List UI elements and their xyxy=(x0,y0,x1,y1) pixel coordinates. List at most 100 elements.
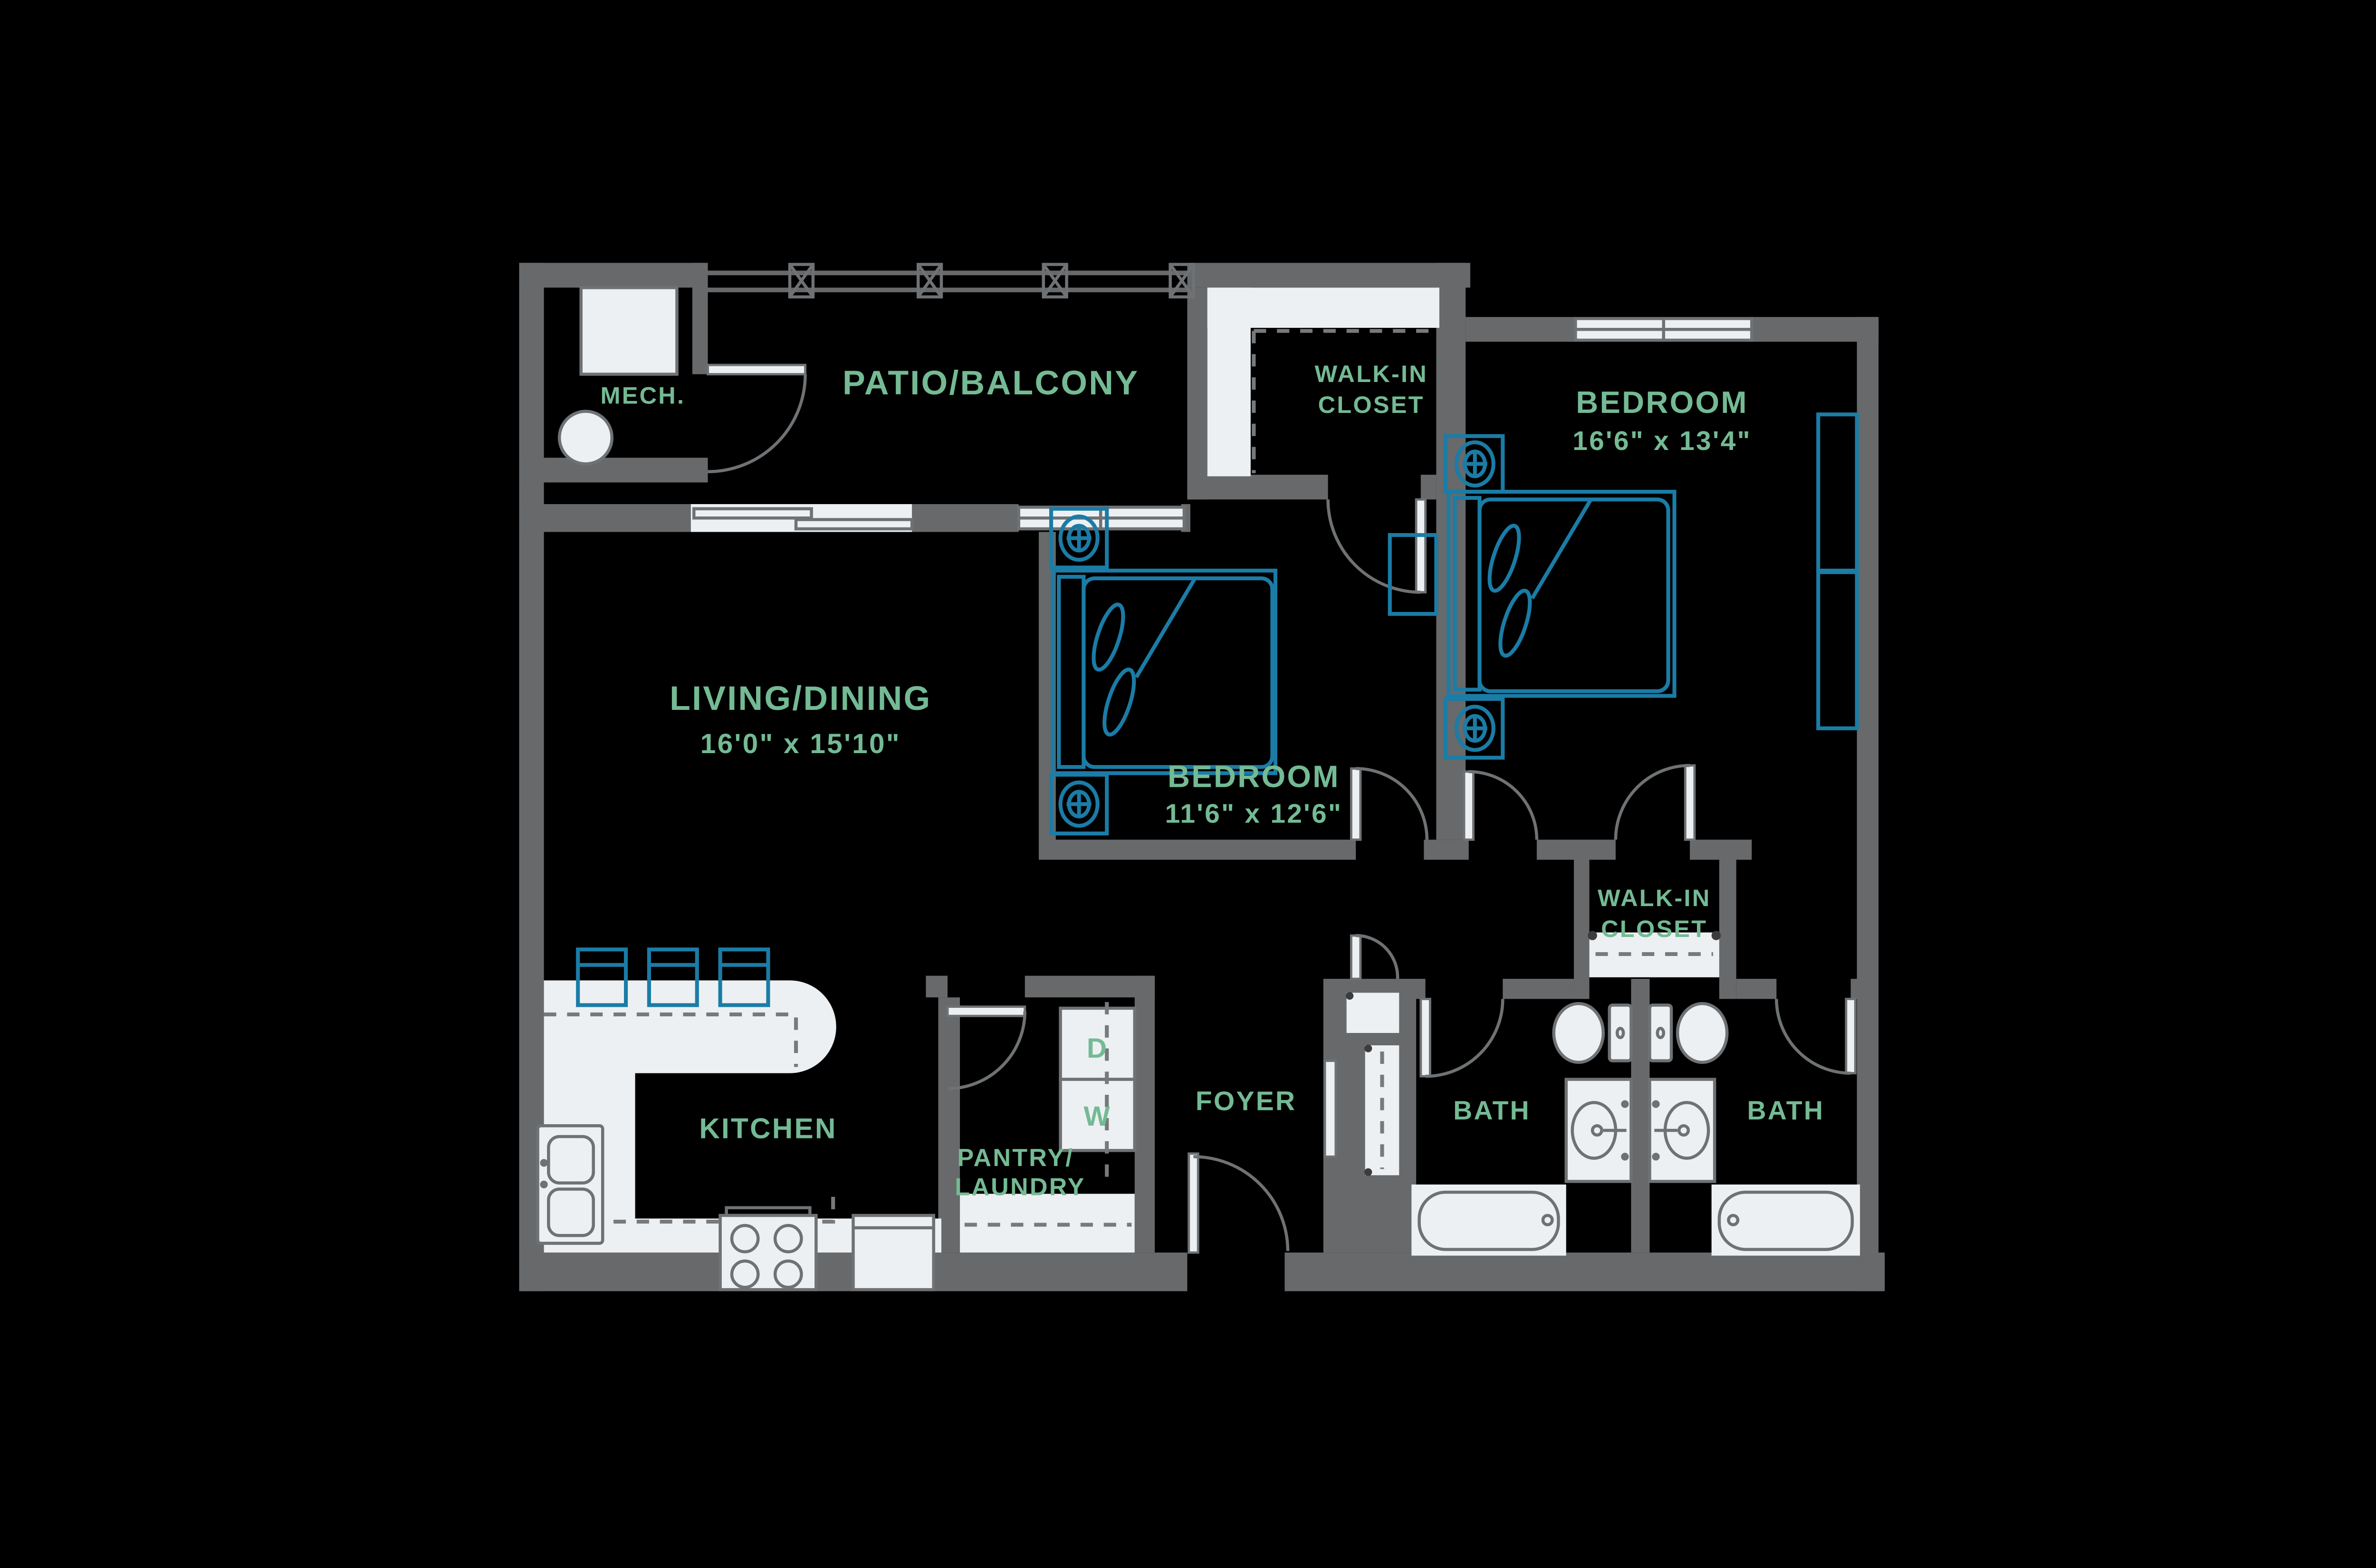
bath2-fixtures xyxy=(1648,1002,1860,1256)
wall-bath-center xyxy=(1631,979,1650,1253)
wall-closet2-right xyxy=(1719,856,1736,999)
label-kitchen: KITCHEN xyxy=(699,1112,837,1144)
wall-mech-top xyxy=(519,263,708,288)
wall-pantry-north-b xyxy=(1025,975,1155,998)
closet2-door xyxy=(1614,764,1696,841)
label-living-dims: 16'0" x 15'10" xyxy=(700,728,901,759)
dresser-icon xyxy=(1816,412,1859,730)
wall-right xyxy=(1857,317,1879,1291)
label-pantry-line1: PANTRY/ xyxy=(957,1144,1074,1172)
wall-left xyxy=(519,263,544,1291)
bedroom1-window-icon xyxy=(1574,317,1753,342)
label-mech: MECH. xyxy=(600,382,685,409)
water-heater-icon xyxy=(579,286,679,376)
bathtub-icon xyxy=(1411,1184,1566,1256)
label-foyer: FOYER xyxy=(1196,1086,1296,1117)
stool-icon xyxy=(718,947,770,1007)
bed-icon xyxy=(1447,489,1677,698)
wall-pantry-north-a xyxy=(926,975,948,998)
bar-stools xyxy=(576,947,770,1007)
wall-closet1-left xyxy=(1187,287,1207,500)
toilet-icon xyxy=(1648,1002,1729,1064)
bath1-fixtures xyxy=(1411,1002,1633,1256)
kitchen-sink-icon xyxy=(536,1124,604,1245)
railing-post-icon xyxy=(788,263,815,299)
bedroom1-furniture xyxy=(1443,412,1859,760)
label-dryer: D xyxy=(1087,1033,1109,1064)
label-living: LIVING/DINING xyxy=(670,679,931,717)
wall-living-patio-a xyxy=(519,504,691,532)
doors xyxy=(707,363,1857,1254)
railing-post-icon xyxy=(1042,263,1068,299)
wall-mech-south xyxy=(519,458,708,483)
bed-icon xyxy=(1051,568,1277,775)
wall-mech-east xyxy=(692,263,708,374)
pantry-door xyxy=(946,1005,1026,1090)
coat-closet-shelf xyxy=(1346,992,1399,1033)
wall-bath-north-d xyxy=(1850,979,1863,999)
wall-living-patio-b xyxy=(912,504,1019,532)
wall-closet2-left xyxy=(1574,856,1590,999)
wall-bedroom1-top-a xyxy=(1466,317,1576,342)
linen-closet-door xyxy=(1323,1060,1337,1158)
wall-bottom-b xyxy=(1284,1252,1885,1291)
wall-hall-north-a xyxy=(1039,840,1356,860)
wall-hall-north-d xyxy=(1690,840,1752,860)
label-bedroom1-dims: 16'6" x 13'4" xyxy=(1572,426,1752,456)
wall-hall-north-b xyxy=(1424,840,1469,860)
wall-pantry-west xyxy=(938,997,960,1253)
refrigerator-icon xyxy=(852,1214,935,1291)
wall-closet1-top xyxy=(1187,263,1470,288)
closet2-shelf xyxy=(1588,931,1721,977)
linen-closet xyxy=(1364,1044,1399,1176)
label-closet1-line1: WALK-IN xyxy=(1314,360,1428,387)
mech-tank-icon xyxy=(557,410,614,466)
bathtub-icon xyxy=(1711,1184,1860,1256)
label-closet2-line1: WALK-IN xyxy=(1598,884,1711,911)
entry-door xyxy=(1188,1152,1290,1254)
vanity-sink-icon xyxy=(1648,1078,1716,1183)
bedroom1-door xyxy=(1463,770,1539,841)
wall-closet1-bottom-a xyxy=(1187,475,1328,500)
stove-icon xyxy=(719,1206,818,1291)
label-washer: W xyxy=(1083,1101,1111,1132)
stool-icon xyxy=(647,947,699,1007)
label-pantry-line2: LAUNDRY xyxy=(955,1174,1085,1201)
label-bedroom2: BEDROOM xyxy=(1168,759,1340,794)
label-closet1-line2: CLOSET xyxy=(1318,391,1425,418)
label-bath2: BATH xyxy=(1747,1096,1825,1125)
bedroom2-furniture xyxy=(1049,507,1438,836)
vanity-sink-icon xyxy=(1564,1078,1633,1183)
closet1-shelving xyxy=(1207,287,1439,477)
railing-post-icon xyxy=(916,263,943,299)
kitchen-counters xyxy=(544,980,941,1253)
wall-closet1-bottom-b xyxy=(1420,475,1437,500)
dryer-icon xyxy=(1059,1006,1137,1081)
wall-pantry-east xyxy=(1134,975,1155,1253)
dresser-icon xyxy=(1388,533,1438,616)
mech-door xyxy=(707,363,807,473)
wall-hall-north-c xyxy=(1536,840,1616,860)
stool-icon xyxy=(576,947,628,1007)
wall-bath-north-b xyxy=(1503,979,1574,999)
closet1-door xyxy=(1326,498,1427,594)
bedroom2-door xyxy=(1350,767,1429,841)
label-patio: PATIO/BALCONY xyxy=(843,364,1139,402)
laundry-units xyxy=(960,1002,1137,1253)
label-bedroom2-dims: 11'6" x 12'6" xyxy=(1165,798,1343,829)
nightstand-lamp-icon xyxy=(1443,697,1505,760)
wall-bath-north-c xyxy=(1736,979,1777,999)
sliding-door xyxy=(690,504,914,532)
label-bath1: BATH xyxy=(1453,1096,1531,1125)
toilet-icon xyxy=(1552,1002,1633,1064)
nightstand-lamp-icon xyxy=(1049,507,1109,570)
bath1-door xyxy=(1419,997,1504,1078)
washer-icon xyxy=(1059,1078,1137,1152)
label-bedroom1: BEDROOM xyxy=(1576,385,1748,420)
railing-post-icon xyxy=(1169,263,1195,299)
wall-bedroom-divider xyxy=(1436,263,1466,840)
nightstand-lamp-icon xyxy=(1049,773,1109,836)
label-closet2-line2: CLOSET xyxy=(1601,915,1707,942)
coat-closet-door xyxy=(1350,934,1399,980)
